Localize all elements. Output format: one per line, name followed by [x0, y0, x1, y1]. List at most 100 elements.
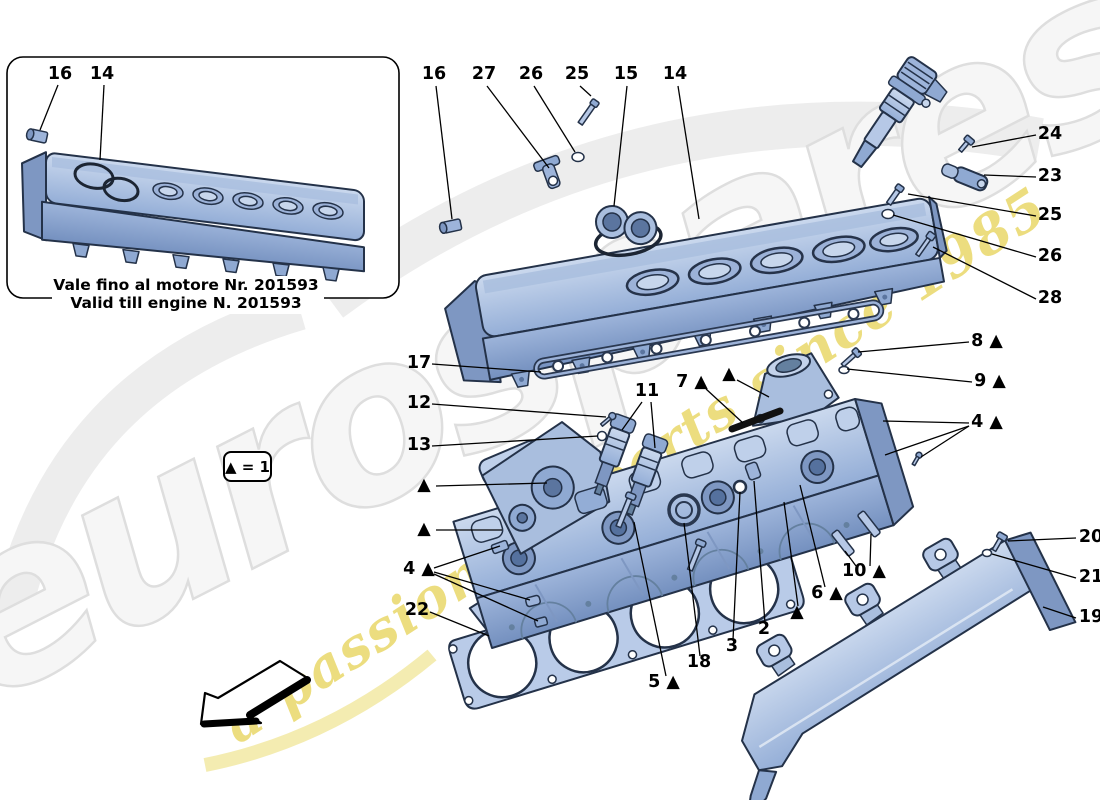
leader-line	[892, 214, 1037, 258]
port-inner	[318, 205, 338, 217]
arrow-band	[200, 717, 260, 728]
bolt-shaft	[885, 188, 901, 206]
head-face-details	[508, 505, 850, 639]
washer-26-top	[571, 151, 585, 163]
leader-line	[613, 85, 628, 207]
bolt-20	[991, 531, 1009, 553]
plug	[533, 616, 549, 628]
gasket-beads	[552, 307, 860, 373]
bead	[650, 342, 663, 355]
hole	[627, 649, 638, 660]
dowel-pin	[857, 510, 881, 538]
leader-line	[869, 533, 872, 567]
legend-label: ▲ = 1	[225, 458, 270, 476]
part-number-label: 26	[1038, 246, 1062, 266]
part-number-label: 19	[1079, 607, 1100, 627]
plugs-4-left	[490, 539, 549, 628]
part-number-label: ▲	[417, 475, 431, 495]
cap-end	[25, 128, 35, 141]
part-number-label: 18	[687, 652, 711, 672]
well-inner	[808, 458, 827, 476]
tab-hole	[934, 548, 947, 561]
port-inner	[158, 185, 178, 197]
leader-line	[736, 379, 770, 398]
arrow-band	[246, 676, 311, 719]
bolt-shaft	[615, 497, 633, 529]
leader-line	[1007, 537, 1077, 542]
chamber-arc	[606, 575, 664, 613]
coil-rib	[900, 71, 927, 90]
callout-25: 25	[565, 64, 592, 97]
callout-26: 26	[892, 214, 1062, 266]
leader-line	[433, 571, 531, 601]
callout-3: 3	[726, 491, 741, 656]
cam-cap	[470, 515, 504, 543]
washer-21	[981, 548, 993, 558]
callout-13: 13	[407, 435, 599, 455]
leader-line	[650, 401, 656, 449]
hole	[843, 521, 850, 528]
callout-15: 15	[613, 64, 638, 207]
part-number-label: ▲	[417, 519, 431, 539]
leader-line	[633, 521, 667, 677]
bead	[699, 334, 712, 347]
shield-tabs	[755, 537, 962, 677]
part-number-label: 23	[1038, 166, 1062, 186]
hole	[448, 644, 458, 654]
hole	[508, 624, 515, 631]
bolt-shaft	[991, 537, 1003, 553]
tab-hole	[519, 376, 525, 382]
callout-22: 22	[405, 600, 490, 637]
cover-ports	[152, 182, 344, 220]
leader-line	[683, 522, 701, 657]
coil-rib	[884, 101, 905, 116]
rib	[608, 435, 626, 444]
tab	[322, 266, 340, 282]
callout-4-tri: 4 ▲	[403, 545, 539, 622]
callout-tri: ▲	[722, 364, 770, 398]
leader-line	[732, 491, 741, 641]
cam-cap	[681, 451, 714, 479]
cover-ridge	[52, 156, 358, 205]
inset-caption-line1: Vale fino al motore Nr. 201593	[53, 276, 318, 294]
cover-front-face	[41, 200, 365, 273]
port-inner	[238, 195, 258, 207]
leader-line	[433, 545, 501, 569]
leader-line	[857, 341, 970, 353]
separator-port-inner	[602, 212, 622, 232]
cap-2	[744, 461, 762, 481]
cap-16	[438, 218, 463, 235]
chamber-arc	[692, 548, 750, 587]
port-inner	[822, 241, 856, 258]
leader-line	[579, 85, 592, 97]
cap-end	[438, 221, 448, 235]
camshaft-bracket-7	[752, 352, 840, 427]
cover-ridge	[482, 202, 927, 294]
callout-12: 12	[407, 393, 607, 418]
well-inner	[709, 488, 727, 507]
screw-12	[599, 411, 617, 427]
part-number-label: 20	[1079, 527, 1100, 547]
leader-line	[39, 84, 59, 131]
head-end-cap	[854, 397, 915, 527]
bolt-5b	[686, 538, 707, 572]
callout-11: 11	[621, 381, 659, 449]
gasket-core	[535, 301, 883, 378]
rib	[792, 505, 817, 544]
part-number-label: 17	[407, 353, 431, 373]
coil-rib	[904, 66, 930, 85]
callout-17: 17	[407, 353, 542, 373]
callout-tri: ▲	[783, 501, 804, 622]
bracket-hole	[547, 175, 559, 187]
sensor-23	[941, 163, 989, 192]
part-number-label: ▲	[722, 364, 736, 384]
part-number-label: 11	[635, 381, 659, 401]
hole	[785, 599, 796, 610]
screw-24	[957, 134, 976, 153]
callout-16: 16	[39, 64, 72, 131]
coil-rib	[888, 94, 910, 110]
callout-20: 20	[1007, 527, 1100, 547]
callout-5-tri: 5 ▲	[633, 521, 680, 692]
